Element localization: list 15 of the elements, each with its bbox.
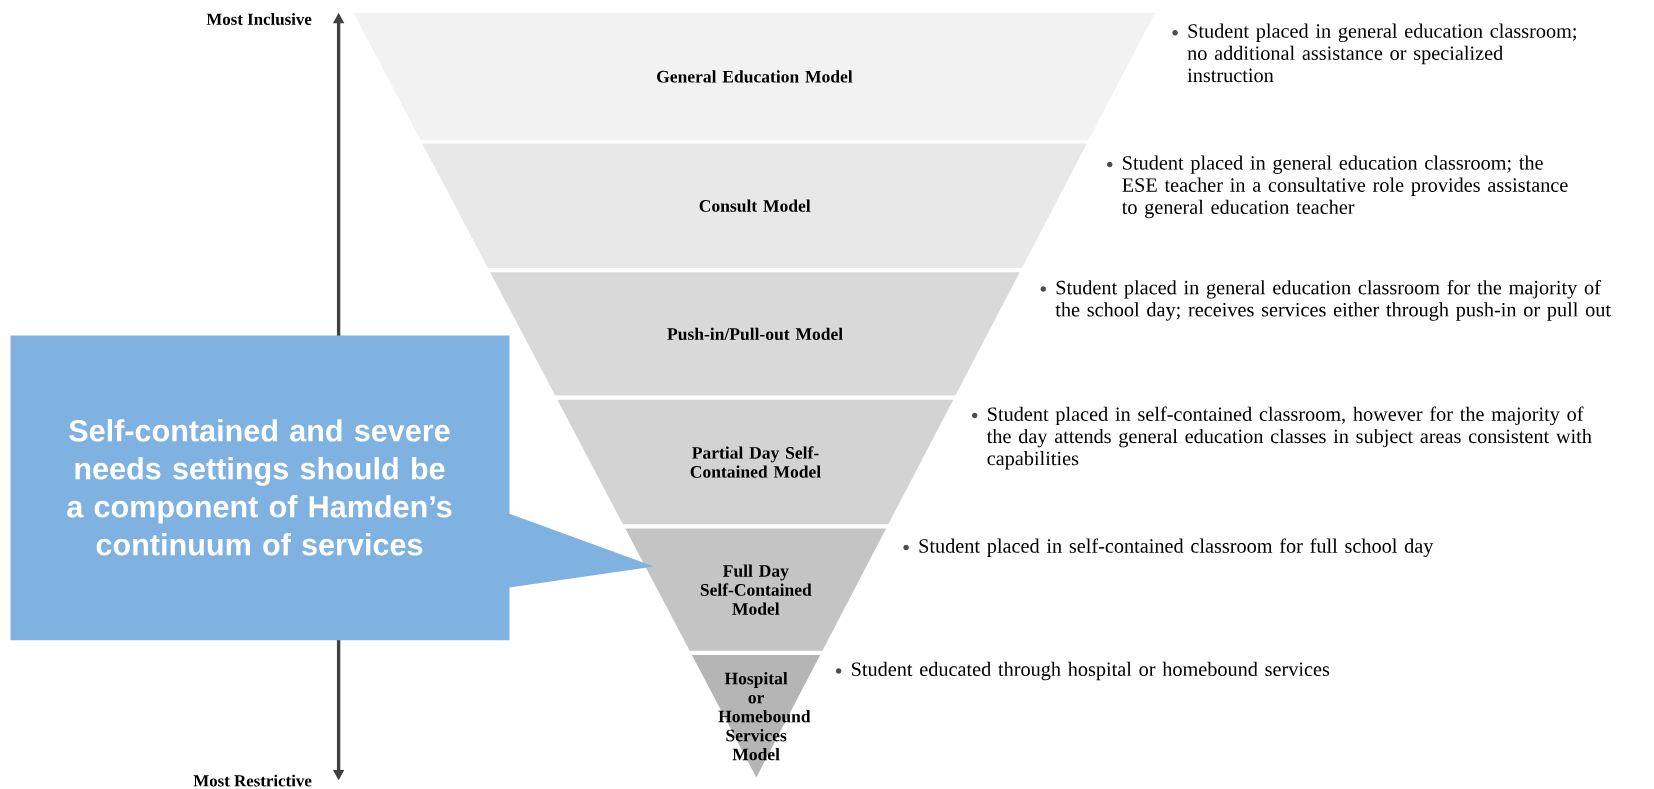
axis-label: Most Restrictive <box>193 774 312 787</box>
funnel-band: Partial Day Self-Contained Model <box>557 399 954 525</box>
funnel-band: Consult Model <box>422 143 1087 268</box>
description-text: Student placed in general education classroom; the ESE teacher in a consultative role provides assistance to general education teacher <box>1121 155 1568 219</box>
description-text: Student placed in general education classroom; no additional assistance or specialized instruction <box>1187 23 1576 83</box>
funnel-band: Push-in/Pull-out Model <box>490 272 1020 396</box>
axis-label: Most Inclusive <box>206 13 312 25</box>
funnel-band: Full Day Self-Contained Model <box>625 528 887 651</box>
description-text: Student placed in self-contained classroom for full school day <box>919 538 1434 557</box>
description-text: Student placed in self-contained classroom, however for the majority of the day attends general education classes in subject areas consistent with capabilities <box>986 406 1592 470</box>
description-text: Student placed in general education classroom for the majority of the school day; receives services either through push-in or pull out <box>1055 279 1611 321</box>
callout-box: Self-contained and severe needs settings should be a component of Hamden’s continuum of services <box>10 335 654 641</box>
description-text: Student educated through hospital or homebound services <box>852 661 1330 681</box>
funnel-band: General Education Model <box>353 12 1156 141</box>
funnel-band: Hospital or Homebound Services Model <box>691 655 821 778</box>
